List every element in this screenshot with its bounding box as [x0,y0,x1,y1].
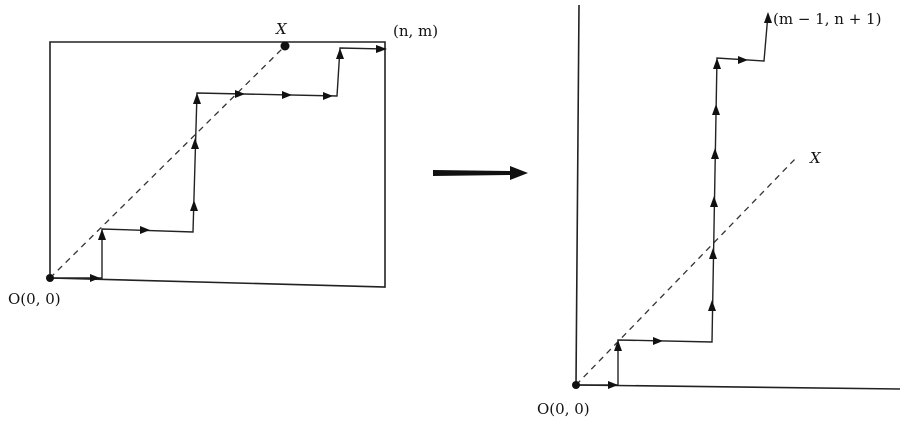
right-panel: O(0, 0) (m − 1, n + 1) X [537,4,901,418]
arrow-up [191,138,199,149]
arrow-right [608,381,618,389]
left-origin-dot [46,274,54,282]
right-y-axis [575,4,580,386]
right-x-axis [575,384,901,390]
arrow-up [98,229,106,240]
left-corner-label: (n, m) [393,22,438,40]
arrow-right [738,56,748,64]
arrow-up [190,200,198,211]
right-diagonal-line [575,157,797,386]
left-diagonal-line [49,45,286,279]
right-path-arrows [608,12,772,389]
arrow-up [193,93,201,104]
arrow-right [140,226,150,234]
big-right-arrow-icon [433,166,528,180]
left-lattice-path [50,47,386,279]
left-panel: O(0, 0) (n, m) X [8,20,438,308]
arrow-right [235,90,245,98]
right-origin-dot [572,381,580,389]
right-end-label: (m − 1, n + 1) [773,10,881,28]
arrow-up [336,48,344,59]
left-grid-box [49,41,386,288]
arrow-right [282,91,292,99]
left-origin-label: O(0, 0) [8,290,61,308]
transformation-arrow [433,166,528,180]
arrow-up [710,196,718,207]
arrow-up [614,340,622,351]
arrow-up [713,58,721,69]
arrow-up [711,148,719,159]
arrow-up [708,300,716,311]
arrow-up [764,12,772,23]
arrow-up [709,248,717,259]
left-path-arrows [90,45,387,282]
arrow-right [323,92,333,100]
arrow-right [376,45,387,53]
right-point-x-label: X [809,149,822,167]
arrow-up [712,104,720,115]
right-lattice-path [576,13,769,386]
arrow-right [653,337,663,345]
right-origin-label: O(0, 0) [537,400,590,418]
left-point-x-dot [280,41,290,51]
arrow-right [90,274,100,282]
left-point-x-label: X [275,20,288,38]
